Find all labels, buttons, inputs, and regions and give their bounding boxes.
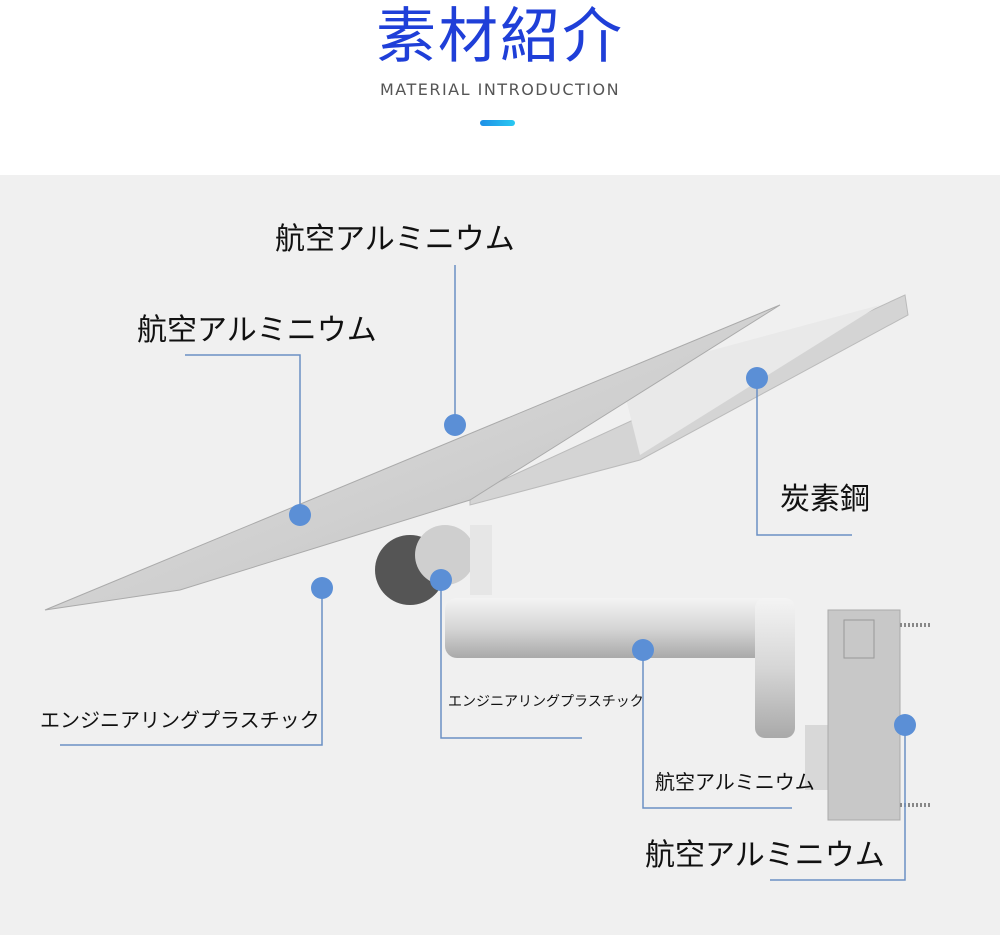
callout-dot <box>746 367 768 389</box>
callout-label: エンジニアリングプラスチック <box>40 708 320 732</box>
callout-dot <box>632 639 654 661</box>
arm <box>445 598 785 658</box>
callout-dot <box>444 414 466 436</box>
callout-label: 航空アルミニウム <box>137 313 377 348</box>
callout-label: エンジニアリングプラスチック <box>448 694 644 710</box>
laptop-tray <box>44 304 781 611</box>
accent-bar <box>480 120 515 126</box>
callout-dot <box>894 714 916 736</box>
callout-label: 炭素鋼 <box>780 482 870 517</box>
callout-dot <box>311 577 333 599</box>
callout-dot <box>430 569 452 591</box>
callout-dot <box>289 504 311 526</box>
callout-label: 航空アルミニウム <box>655 770 815 794</box>
callout-label: 航空アルミニウム <box>645 838 885 873</box>
wall-plate <box>827 609 901 821</box>
page-subtitle: MATERIAL INTRODUCTION <box>379 80 621 99</box>
callout-lines <box>60 265 906 881</box>
page-title: 素材紹介 <box>376 2 624 72</box>
callout-label: 航空アルミニウム <box>275 222 515 257</box>
